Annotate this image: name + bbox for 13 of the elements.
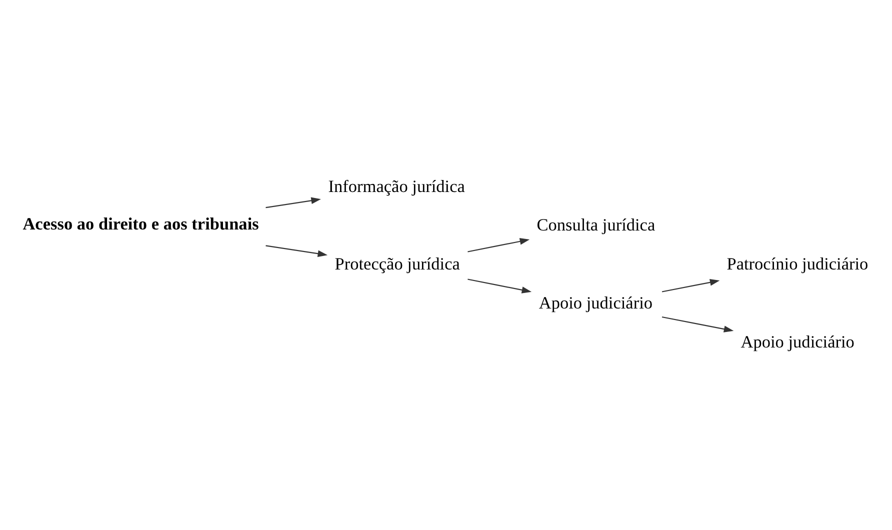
node-text: Protecção jurídica [334,254,460,274]
arrow [662,316,734,332]
arrow [266,244,328,256]
node-text: Patrocínio judiciário [726,254,868,274]
node-text: Informação jurídica [328,176,465,196]
arrow [468,278,532,293]
node-text: Apoio judiciário [740,332,854,351]
node-text: Acesso ao direito e aos tribunais [22,214,259,234]
node-text: Consulta jurídica [536,215,656,234]
arrow [662,278,720,292]
arrow [468,238,530,252]
node-text: Apoio judiciário [538,292,653,312]
arrow [266,196,321,208]
